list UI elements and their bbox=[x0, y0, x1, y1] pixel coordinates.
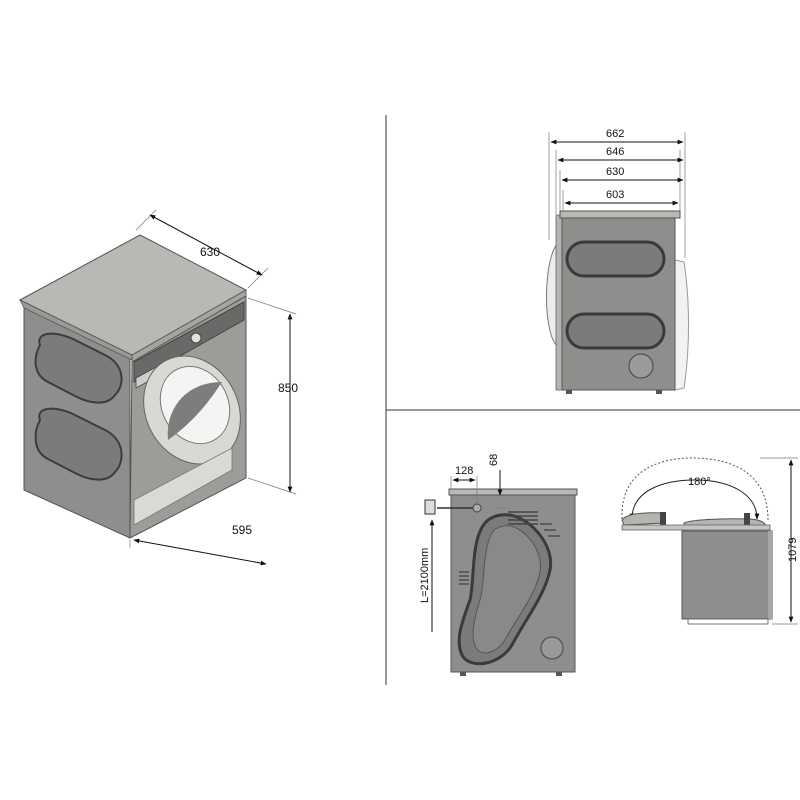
iso-height-label: 850 bbox=[278, 381, 298, 395]
side-view: 662 646 630 603 bbox=[546, 128, 689, 394]
side-oval-bottom bbox=[565, 312, 666, 350]
side-dim-label-662: 662 bbox=[606, 128, 624, 140]
iso-side-oval-bottom bbox=[34, 407, 123, 481]
iso-depth-ext-1 bbox=[135, 209, 157, 231]
back-vent-circle bbox=[540, 636, 564, 660]
door-body-base bbox=[687, 618, 769, 625]
back-68-label: 68 bbox=[488, 454, 500, 466]
iso-height-ext-2 bbox=[247, 477, 297, 495]
door-angle-arc bbox=[629, 479, 760, 520]
back-view: 128 68 L=2100mm bbox=[419, 454, 578, 676]
iso-kick-plate bbox=[133, 447, 233, 526]
door-angle-label: 180° bbox=[688, 476, 711, 488]
door-hinge-left bbox=[660, 512, 666, 525]
back-128-label: 128 bbox=[455, 465, 473, 477]
iso-door-shadow bbox=[167, 382, 222, 440]
side-dim-label-646: 646 bbox=[606, 146, 624, 158]
back-foot-left bbox=[460, 672, 466, 676]
side-oval-top bbox=[565, 240, 666, 278]
back-hose-fitting bbox=[424, 499, 436, 515]
iso-width-dim-line bbox=[133, 538, 267, 566]
side-dim-label-603: 603 bbox=[606, 189, 624, 201]
iso-depth-dim-line bbox=[149, 214, 263, 276]
iso-depth-ext-2 bbox=[247, 267, 269, 289]
side-top-plate bbox=[559, 210, 681, 219]
back-duct-inner bbox=[472, 525, 541, 654]
door-lid bbox=[621, 512, 665, 526]
isometric-view: 630 850 595 bbox=[18, 209, 298, 566]
iso-side-oval-top bbox=[34, 332, 123, 404]
iso-control-panel bbox=[133, 301, 245, 383]
iso-knob bbox=[190, 332, 202, 344]
iso-height-ext-1 bbox=[247, 297, 297, 315]
back-step-grille bbox=[540, 523, 560, 537]
side-back-bulge bbox=[674, 259, 689, 391]
door-swing-arc bbox=[621, 457, 769, 521]
back-side-grille bbox=[459, 571, 469, 585]
side-foot-left bbox=[566, 390, 572, 394]
iso-width-label: 595 bbox=[232, 523, 252, 537]
back-foot-right bbox=[556, 672, 562, 676]
door-lid-base bbox=[621, 524, 771, 531]
back-outlet bbox=[472, 503, 482, 513]
door-1079-label: 1079 bbox=[787, 538, 799, 562]
back-vent-grille bbox=[508, 511, 538, 525]
side-foot-right bbox=[656, 390, 662, 394]
door-body-right-edge bbox=[768, 531, 772, 619]
door-view: 180° 1079 bbox=[621, 457, 799, 625]
back-hose-label: L=2100mm bbox=[419, 548, 431, 603]
door-hinge-right bbox=[744, 513, 750, 526]
side-vent-circle bbox=[628, 353, 654, 379]
door-body bbox=[681, 530, 773, 620]
side-front-strip bbox=[555, 214, 563, 391]
back-top-plate bbox=[448, 488, 578, 496]
side-dim-label-630: 630 bbox=[606, 166, 624, 178]
iso-depth-label: 630 bbox=[200, 245, 220, 259]
